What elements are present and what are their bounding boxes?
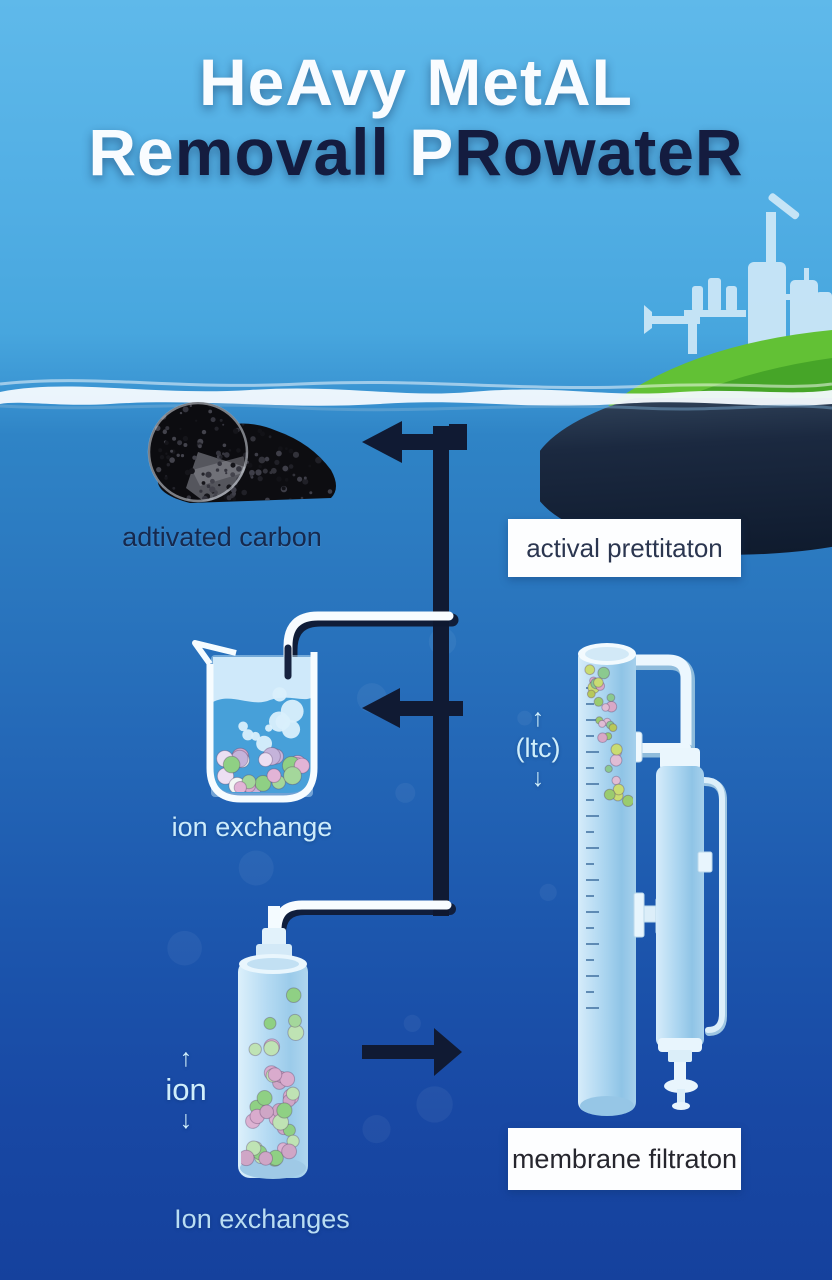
membrane-label-box: membrane filtraton [508,1128,741,1190]
flow-arrow-left-top-icon [362,421,467,463]
ltc-text: (ltc) [515,733,561,763]
up-arrow-icon: ↑ [531,704,545,732]
title-line1: HeAvy MetAL [199,45,633,119]
flow-arrow-left-middle-icon [362,688,463,728]
title-line2: Removall PRowateR [88,115,744,189]
water-texture-bubbles [167,628,557,1144]
ion-text: ion [165,1072,207,1107]
down-arrow-icon: ↓ [531,764,545,792]
ion-annotation: ↑ ion ↓ [136,1046,236,1133]
ion-exchange-column-illustration [238,906,308,1179]
ion-exchange-label: ion exchange [171,812,333,842]
ion-exchanges-label: Ion exchanges [174,1204,350,1234]
membrane-columns-illustration [578,643,727,1116]
flow-trunk-line [362,421,467,1076]
waterline [0,379,832,412]
pipe-to-column [272,900,456,960]
flow-arrow-right-icon [362,1028,462,1076]
precipitation-label-box: actival prettitaton [508,519,741,577]
activated-carbon-label: adtivated carbon [122,522,322,552]
ltc-annotation: ↑ (ltc) ↓ [488,706,588,791]
beaker-illustration [192,640,318,803]
underwater-hull-shadow [540,398,832,555]
industrial-facility [644,193,832,354]
membrane-label: membrane filtraton [511,1143,738,1174]
precipitation-label: actival prettitaton [526,532,723,563]
up-arrow-icon: ↑ [179,1044,193,1072]
activated-carbon-photo [147,401,336,503]
down-arrow-icon: ↓ [179,1106,193,1134]
